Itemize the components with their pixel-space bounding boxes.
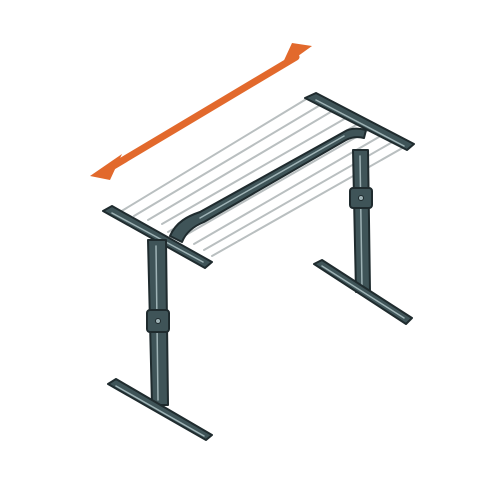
back-top-bracket [304,92,415,151]
front-top-bracket [102,205,213,269]
back-leg [313,149,413,325]
front-leg [107,239,213,441]
width-arrow-icon [90,43,312,180]
crossbar [169,127,367,243]
